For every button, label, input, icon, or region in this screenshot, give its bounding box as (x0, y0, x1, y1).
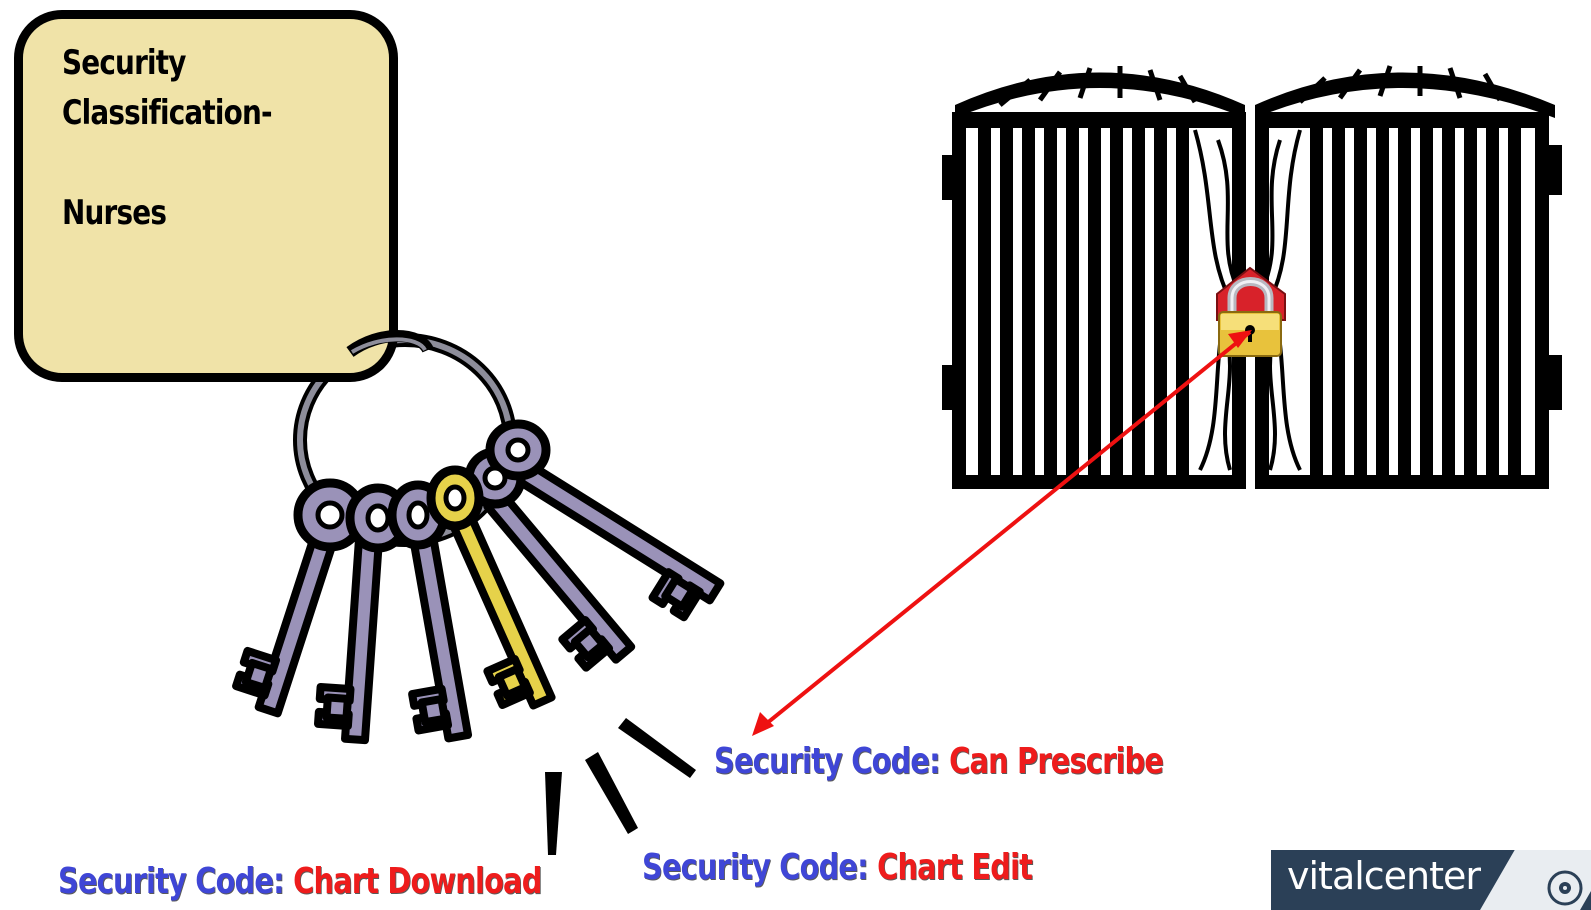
security-classification-text: Security Classification- Nurses (62, 38, 308, 238)
code-prefix: Security Code: (714, 741, 941, 782)
code-value: Chart Edit (877, 847, 1033, 888)
code-value: Can Prescribe (949, 741, 1164, 782)
eye-disc-icon (1547, 870, 1583, 906)
code-prefix: Security Code: (642, 847, 869, 888)
vitalcenter-logo: vitalcenter (1271, 850, 1591, 910)
security-classification-tag (14, 10, 398, 382)
security-code-chart-edit: Security Code: Chart Edit (642, 847, 1033, 888)
tag-line-2: Classification- (62, 93, 273, 133)
tag-line-3: Nurses (62, 193, 167, 233)
tag-line-1: Security (62, 43, 186, 83)
logo-text: vitalcenter (1287, 854, 1481, 898)
security-code-chart-download: Security Code: Chart Download (58, 862, 542, 902)
code-value: Chart Download (293, 861, 542, 902)
code-prefix: Security Code: (58, 861, 285, 902)
security-code-can-prescribe: Security Code: Can Prescribe (714, 741, 1164, 782)
